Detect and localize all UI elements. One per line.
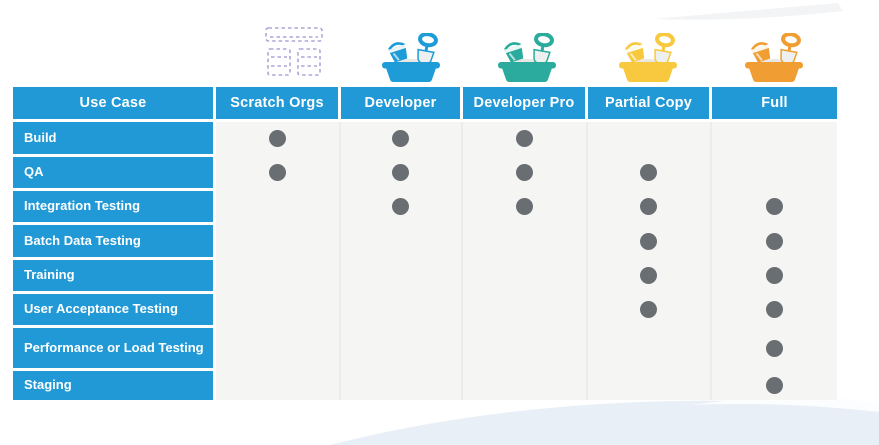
row-label-performance-or-load-testing: Performance or Load Testing [13, 328, 213, 368]
support-dot [640, 301, 657, 318]
support-dot [640, 164, 657, 181]
column-divider [461, 122, 463, 400]
support-dot [766, 267, 783, 284]
column-header-developer-pro: Developer Pro [463, 87, 585, 119]
row-label-build: Build [13, 122, 213, 154]
row-label-user-acceptance-testing: User Acceptance Testing [13, 294, 213, 325]
column-header-partial-copy: Partial Copy [588, 87, 709, 119]
row-label-qa: QA [13, 157, 213, 188]
support-dot [640, 267, 657, 284]
row-label-batch-data-testing: Batch Data Testing [13, 225, 213, 257]
use-case-header-cell: Use Case [13, 87, 213, 119]
support-dot [268, 129, 286, 147]
column-header-developer: Developer [341, 87, 460, 119]
support-dot [515, 164, 533, 181]
scratch-org-dashed-icon [258, 26, 330, 89]
support-dot [766, 198, 783, 215]
support-dot [515, 198, 533, 215]
column-header-full: Full [712, 87, 837, 119]
support-dot [766, 232, 783, 250]
column-header-scratch-orgs: Scratch Orgs [216, 87, 338, 119]
developer-sandbox-icon [380, 32, 442, 88]
column-divider [710, 122, 712, 400]
support-dot [268, 164, 286, 181]
support-dot [766, 377, 783, 394]
support-dot [392, 164, 409, 181]
support-dot [515, 129, 533, 147]
column-divider [586, 122, 588, 400]
row-label-training: Training [13, 260, 213, 291]
support-dot [392, 129, 409, 147]
support-dot-grid [216, 122, 837, 400]
support-dot [766, 301, 783, 318]
support-dot [640, 232, 657, 250]
support-dot [640, 198, 657, 215]
partial-copy-sandbox-icon [617, 32, 679, 88]
support-dot [392, 198, 409, 215]
developer-pro-sandbox-icon [496, 32, 558, 88]
row-label-staging: Staging [13, 371, 213, 400]
full-sandbox-icon [743, 32, 805, 88]
support-dot [766, 339, 783, 357]
row-label-integration-testing: Integration Testing [13, 191, 213, 222]
column-divider [339, 122, 341, 400]
